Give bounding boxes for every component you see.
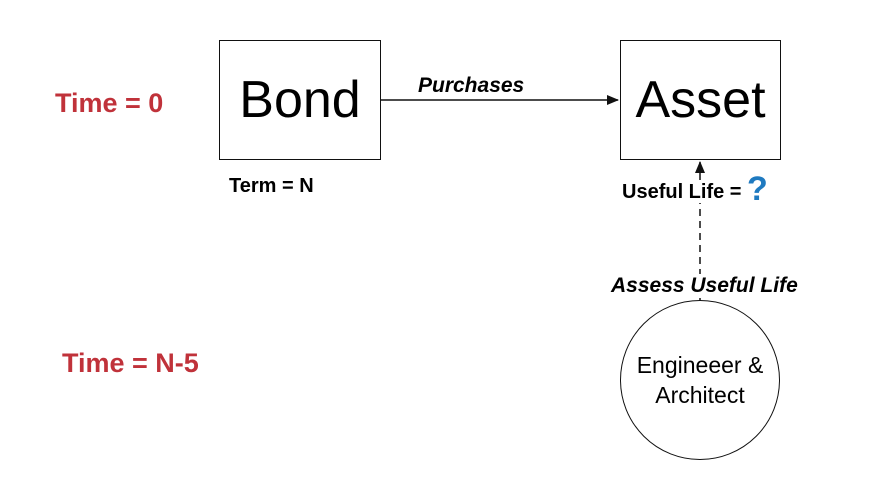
bond-node: Bond (219, 40, 381, 160)
architect-line: Architect (655, 382, 745, 408)
bond-node-label: Bond (239, 71, 361, 129)
engineer-architect-node: Engineeer & Architect (620, 300, 780, 460)
time-zero-label: Time = 0 (55, 88, 164, 118)
question-mark-icon: ? (747, 170, 768, 208)
asset-node-label: Asset (635, 71, 766, 129)
purchases-edge-label: Purchases (418, 74, 525, 97)
asset-node: Asset (620, 40, 781, 160)
asset-useful-life-caption: Useful Life = ? (622, 170, 768, 209)
engineer-line: Engineeer & (636, 352, 764, 378)
assess-useful-life-edge-label: Assess Useful Life (611, 274, 798, 298)
time-n-minus-5-label: Time = N-5 (62, 348, 199, 378)
bond-term-caption: Term = N (229, 175, 314, 197)
useful-life-text: Useful Life = (622, 181, 748, 203)
